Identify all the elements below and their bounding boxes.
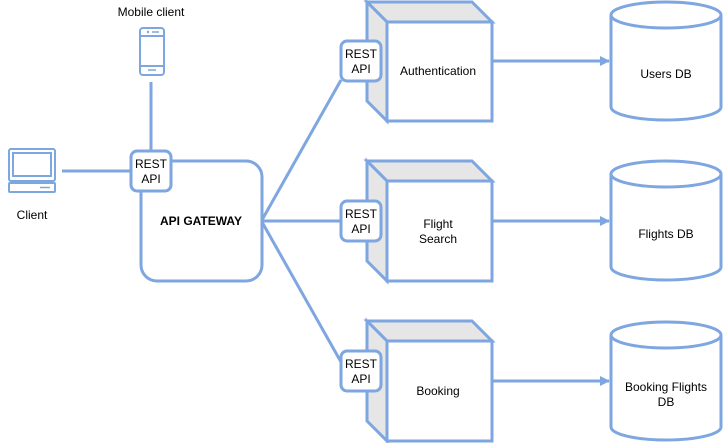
flight-search-service: Flight Search REST API <box>339 157 496 285</box>
gateway-rest-badge <box>129 149 173 193</box>
booking-rest-line2: API <box>351 372 370 386</box>
flights-db-rim <box>609 173 723 189</box>
booking-db-label-line1: Booking Flights <box>625 380 707 394</box>
flights-db-label: Flights DB <box>638 227 693 241</box>
booking-label: Booking <box>416 384 459 398</box>
mobile-client-label: Mobile client <box>118 5 185 19</box>
users-db-label: Users DB <box>640 67 691 81</box>
auth-rest-badge <box>339 39 383 83</box>
booking-rest-badge <box>339 349 383 393</box>
search-rest-badge <box>339 199 383 243</box>
booking-rest-line1: REST <box>345 357 378 371</box>
mobile-client-node: Mobile client <box>118 5 185 76</box>
authentication-service: Authentication REST API <box>339 0 496 125</box>
gateway-rest-line2: API <box>141 172 160 186</box>
auth-rest-line2: API <box>351 62 370 76</box>
booking-db-cylinder <box>609 320 723 442</box>
connector-gateway-auth <box>260 79 343 221</box>
booking-service: Booking REST API <box>339 317 496 443</box>
users-db-rim <box>609 14 723 30</box>
flights-db: Flights DB <box>609 159 723 282</box>
laptop-icon <box>8 148 56 193</box>
connector-gateway-booking <box>260 221 343 363</box>
flights-db-cylinder <box>609 159 723 282</box>
client-label: Client <box>17 208 48 222</box>
search-label-line1: Flight <box>423 217 453 231</box>
auth-cube-front <box>385 20 494 123</box>
gateway-rest-line1: REST <box>135 157 168 171</box>
connectors <box>62 56 610 386</box>
booking-db-label-line2: DB <box>658 395 675 409</box>
auth-label: Authentication <box>400 64 476 78</box>
auth-rest-line1: REST <box>345 47 378 61</box>
search-cube-front <box>385 179 494 283</box>
api-gateway-label: API GATEWAY <box>160 214 242 228</box>
users-db-cylinder <box>609 0 723 122</box>
api-gateway-box <box>139 159 264 283</box>
search-rest-line1: REST <box>345 207 378 221</box>
search-label-line2: Search <box>419 232 457 246</box>
booking-flights-db: Booking Flights DB <box>609 320 723 442</box>
booking-cube-front <box>385 339 494 443</box>
booking-db-rim <box>609 334 723 350</box>
api-gateway-node: API GATEWAY REST API <box>129 149 264 283</box>
users-db: Users DB <box>609 0 723 122</box>
search-rest-line2: API <box>351 222 370 236</box>
phone-icon <box>139 27 165 76</box>
client-node: Client <box>8 148 56 222</box>
